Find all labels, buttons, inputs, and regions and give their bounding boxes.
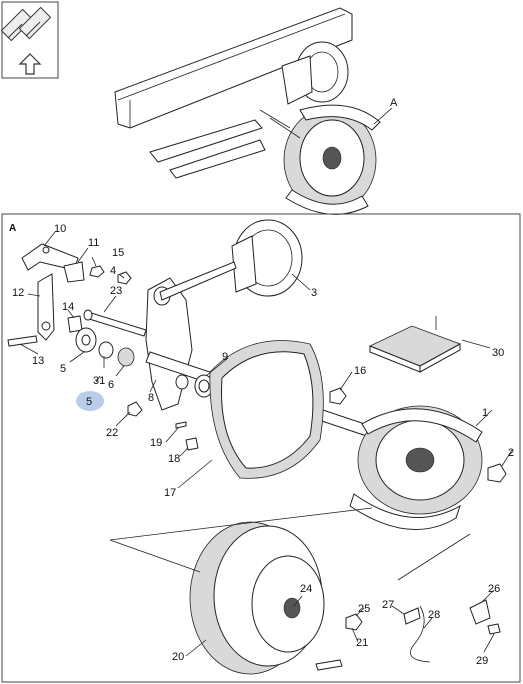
part-20-screw <box>175 421 187 429</box>
callout-28[interactable]: 27 <box>382 599 394 611</box>
callout-20[interactable]: 19 <box>150 437 162 449</box>
callout-26[interactable]: 25 <box>358 603 370 615</box>
callout-12[interactable]: 11 <box>88 237 99 249</box>
highlight-callout-5 <box>76 391 104 411</box>
overview-illustration: A <box>114 7 398 215</box>
pushrod <box>159 261 237 301</box>
callout-23[interactable]: 22 <box>106 427 118 439</box>
detail-frame <box>1 213 521 683</box>
overview-callout-label: A <box>390 97 398 109</box>
callout-3[interactable]: 3 <box>311 287 317 299</box>
part-16-nut <box>89 265 105 278</box>
part-15 <box>67 315 83 333</box>
detail-parts <box>7 219 507 675</box>
callout-11[interactable]: 10 <box>54 223 66 235</box>
navigation-icon-panel[interactable] <box>0 1 59 79</box>
callout-27[interactable]: 26 <box>488 583 500 595</box>
callout-22[interactable]: 21 <box>356 637 368 649</box>
callout-9[interactable]: 8 <box>148 392 154 404</box>
callout-25[interactable]: 24 <box>300 583 312 595</box>
callout-21[interactable]: 20 <box>172 651 184 663</box>
callout-15[interactable]: 14 <box>62 301 74 313</box>
part-23-bolt <box>127 401 143 417</box>
part-24-bolt <box>85 311 147 337</box>
callout-13[interactable]: 12 <box>12 287 24 299</box>
callout-labels: 1 2 3 4 5 5 8 9 10 11 12 13 14 15 16 17 … <box>12 223 514 667</box>
callout-5[interactable]: 5 <box>86 396 92 408</box>
callout-19[interactable]: 18 <box>168 453 180 465</box>
callout-29[interactable]: 28 <box>428 609 440 621</box>
callout-24[interactable]: 23 <box>110 285 122 297</box>
part-7-bushing <box>117 347 135 367</box>
callout-31[interactable]: 30 <box>492 347 504 359</box>
document-stack-icon <box>0 6 52 42</box>
part-22-stud <box>315 659 343 671</box>
callout-18[interactable]: 17 <box>164 487 176 499</box>
part-28-sensor <box>403 607 421 625</box>
up-arrow-icon <box>18 53 42 75</box>
part-19-clip <box>185 437 199 451</box>
callout-14[interactable]: 13 <box>32 355 44 367</box>
part-6-seal <box>98 341 114 359</box>
callout-16[interactable]: 15 <box>112 247 124 259</box>
leader-lines <box>19 231 513 657</box>
callout-6[interactable]: 31 <box>93 375 105 387</box>
part-29-sensor-cable <box>410 605 431 663</box>
part-30-screw <box>487 623 501 635</box>
part-17-nut <box>329 387 347 405</box>
callout-8[interactable]: 5 <box>60 363 66 375</box>
axle-beam <box>114 7 353 129</box>
callout-2[interactable]: 2 <box>508 447 514 459</box>
part-13-arm <box>37 273 55 341</box>
callout-4[interactable]: 4 <box>110 265 116 277</box>
part-14-bolt <box>7 335 38 347</box>
callout-30[interactable]: 29 <box>476 655 488 667</box>
part-27-sensor-clip <box>469 599 491 625</box>
detail-section-label: A <box>9 223 16 234</box>
part-31-lining <box>369 325 461 367</box>
part-12-bracket <box>63 261 85 283</box>
callout-1[interactable]: 1 <box>482 407 488 419</box>
callout-7[interactable]: 6 <box>108 379 114 391</box>
callout-10[interactable]: 9 <box>222 351 228 363</box>
cross-member <box>149 119 263 163</box>
callout-17[interactable]: 16 <box>354 365 366 377</box>
part-2-bolt <box>487 463 507 483</box>
part-4-nut <box>117 271 132 285</box>
part-26-nut <box>345 613 363 631</box>
